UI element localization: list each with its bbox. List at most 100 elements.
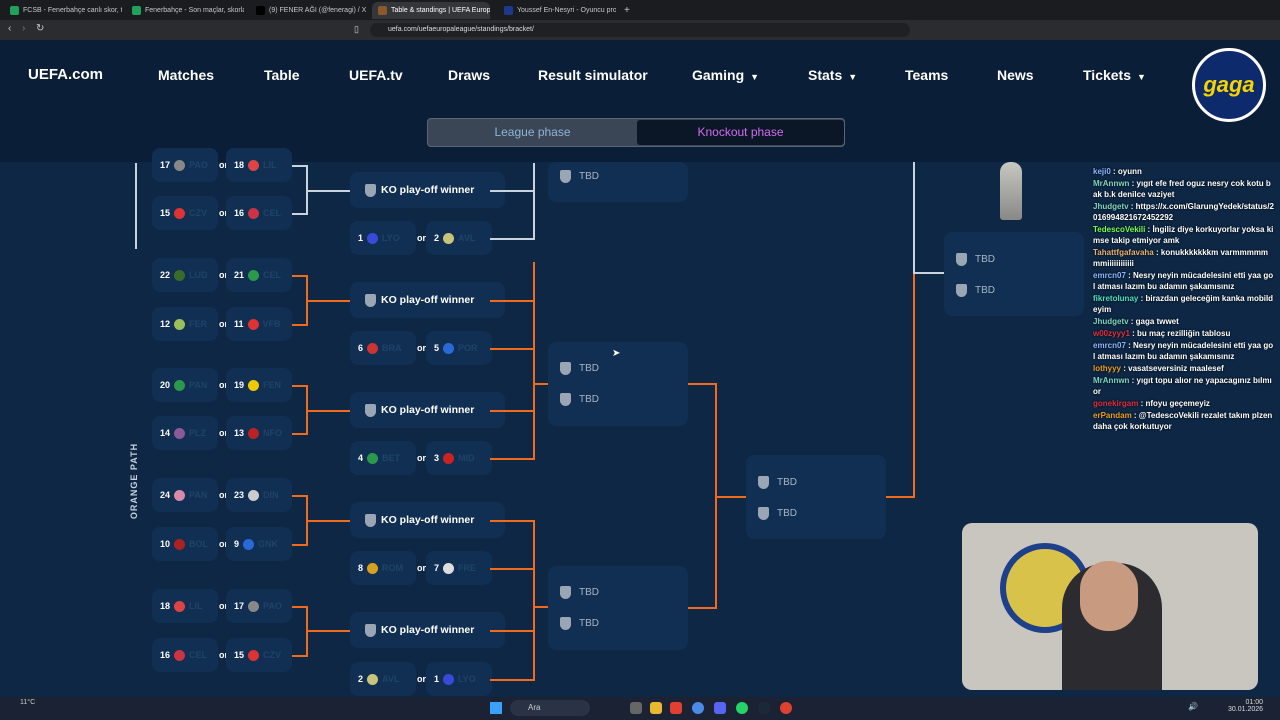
- team-slot[interactable]: 6 BRA: [350, 331, 416, 365]
- brave-icon[interactable]: [670, 702, 682, 714]
- browser-tab[interactable]: Table & standings | UEFA Europa: [372, 2, 490, 19]
- team-abbr: ROM: [382, 563, 404, 573]
- nav-item-gaming[interactable]: Gaming▼: [692, 67, 759, 83]
- browser-tab[interactable]: (9) FENER AĞI (@feneragi) / X: [250, 2, 368, 19]
- chrome-icon[interactable]: [692, 702, 704, 714]
- ko-playoff-winner-slot[interactable]: KO play-off winner: [350, 392, 505, 428]
- team-crest-icon: [248, 649, 260, 661]
- nav-item-draws[interactable]: Draws: [448, 67, 490, 83]
- steam-icon[interactable]: [758, 702, 770, 714]
- url-input[interactable]: uefa.com/uefaeuropaleague/standings/brac…: [370, 23, 910, 37]
- bracket-line: [533, 190, 535, 240]
- nav-item-news[interactable]: News: [997, 67, 1034, 83]
- nav-item-teams[interactable]: Teams: [905, 67, 948, 83]
- tbd-match-box[interactable]: TBD: [548, 162, 688, 202]
- bracket-line: [490, 458, 535, 460]
- tab-league-phase[interactable]: League phase: [494, 125, 571, 139]
- nav-item-matches[interactable]: Matches: [158, 67, 214, 83]
- team-abbr: GNK: [258, 539, 279, 549]
- reload-icon[interactable]: ↻: [36, 23, 45, 34]
- task-view-icon[interactable]: [630, 702, 642, 714]
- bracket-line: [886, 496, 915, 498]
- team-crest-icon: [174, 159, 186, 171]
- ko-playoff-winner-slot[interactable]: KO play-off winner: [350, 172, 505, 208]
- uefa-logo[interactable]: UEFA.com: [28, 66, 104, 83]
- shield-icon: [365, 403, 376, 417]
- team-abbr: BRA: [382, 343, 402, 353]
- nav-item-uefatv[interactable]: UEFA.tv: [349, 67, 403, 83]
- chat-username: MrAnnwn: [1093, 179, 1130, 188]
- browser-tab[interactable]: Fenerbahçe - Son maçlar, skorlar ve: [126, 2, 244, 19]
- volume-icon[interactable]: 🔊: [1188, 702, 1198, 711]
- shield-icon: [560, 617, 571, 630]
- tbd-label: TBD: [579, 363, 599, 374]
- bracket-line: [490, 190, 535, 192]
- windows-start-icon[interactable]: [490, 702, 502, 714]
- browser-tab[interactable]: FCSB - Fenerbahçe canlı skor, tahmin: [4, 2, 122, 19]
- nav-item-stats[interactable]: Stats▼: [808, 67, 857, 83]
- bookmark-icon[interactable]: ▯: [354, 24, 359, 34]
- whatsapp-icon[interactable]: [736, 702, 748, 714]
- bracket-line: [533, 262, 535, 383]
- seed: 6: [358, 343, 364, 353]
- nav-item-resultsimulator[interactable]: Result simulator: [538, 67, 648, 83]
- tab-knockout-phase[interactable]: Knockout phase: [637, 120, 844, 145]
- team-abbr: BET: [382, 453, 401, 463]
- nav-item-tickets[interactable]: Tickets▼: [1083, 67, 1146, 83]
- discord-icon[interactable]: [714, 702, 726, 714]
- or-label: or: [417, 343, 426, 353]
- team-abbr: PAO: [189, 160, 208, 170]
- chat-message: Jhudgetv : https://x.com/GlarungYedek/st…: [1093, 201, 1275, 223]
- ko-playoff-winner-slot[interactable]: KO play-off winner: [350, 612, 505, 648]
- file-explorer-icon[interactable]: [650, 702, 662, 714]
- browser-tab[interactable]: Youssef En-Nesyri - Oyuncu profili 25: [498, 2, 616, 19]
- tbd-team-slot: TBD: [956, 284, 995, 297]
- forward-icon[interactable]: ›: [22, 23, 26, 34]
- new-tab-button[interactable]: +: [624, 5, 630, 16]
- team-crest-icon: [174, 427, 186, 439]
- ko-playoff-winner-slot[interactable]: KO play-off winner: [350, 502, 505, 538]
- ko-playoff-winner-slot[interactable]: KO play-off winner: [350, 282, 505, 318]
- taskbar-search[interactable]: Ara: [510, 700, 590, 716]
- bracket-line: [490, 630, 535, 632]
- team-abbr: CZV: [263, 650, 282, 660]
- nav-item-table[interactable]: Table: [264, 67, 300, 83]
- team-abbr: CEL: [263, 270, 282, 280]
- back-icon[interactable]: ‹: [8, 23, 12, 34]
- team-crest-icon: [248, 159, 260, 171]
- app-icon[interactable]: [780, 702, 792, 714]
